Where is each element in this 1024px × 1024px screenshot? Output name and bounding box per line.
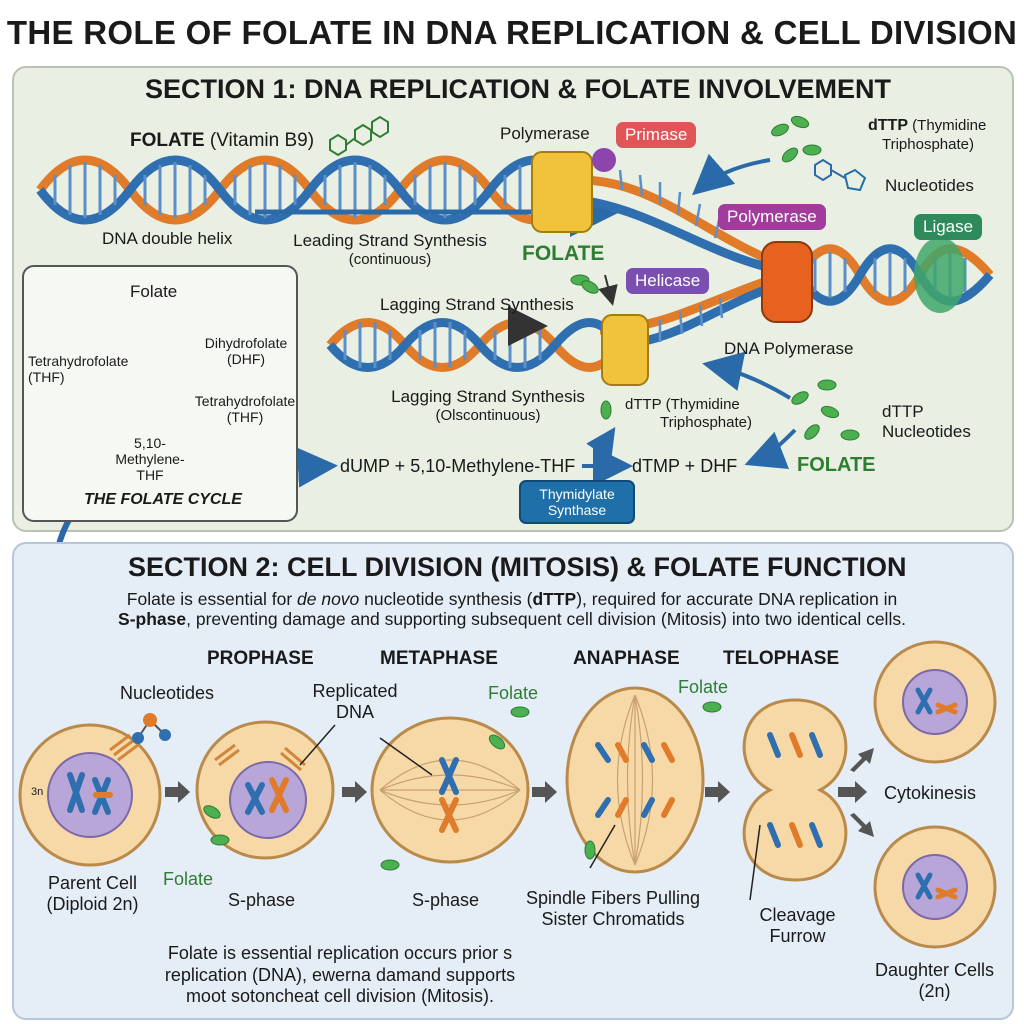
cycle-thf-right: Tetrahydrofolate(THF) — [194, 393, 296, 426]
lagging-strand-top-label: Lagging Strand Synthesis — [380, 295, 574, 314]
parent-cell-label: Parent Cell(Diploid 2n) — [46, 873, 139, 914]
dttp-top-label-line2: Triphosphate) — [882, 136, 974, 153]
dna-polymerase-clamp — [601, 314, 649, 386]
section-2-intro: Folate is essential for de novo nucleoti… — [118, 589, 906, 630]
section-2-title: SECTION 2: CELL DIVISION (MITOSIS) & FOL… — [128, 552, 907, 582]
parent-cell — [18, 723, 162, 867]
phase-anaphase: ANAPHASE — [573, 648, 680, 669]
folate-cycle-caption: THE FOLATE CYCLE — [84, 491, 242, 508]
polymerase-tag: Polymerase — [718, 204, 826, 230]
cytokinesis-label: Cytokinesis — [884, 783, 977, 803]
telophase-cell — [742, 698, 848, 901]
dttp-top-label-line1: dTTP (Thymidine — [868, 117, 987, 134]
dna-double-helix — [36, 155, 584, 225]
folate-molecule-icon — [329, 115, 389, 157]
daughter-cell-bottom — [873, 825, 997, 949]
folate-label-metaphase: Folate — [488, 683, 539, 703]
folate-label-telophase: Folate — [678, 677, 729, 697]
daughter-cell-top — [873, 640, 997, 764]
nucleotides-label: Nucleotides — [120, 683, 215, 703]
folate-label-sphase: Folate — [163, 869, 214, 889]
helicase-tag: Helicase — [626, 268, 710, 294]
cycle-methylene-thf: 5,10-Methylene-THF — [115, 435, 185, 484]
s-phase-label-1: S-phase — [228, 890, 296, 910]
dna-polymerase-label: DNA Polymerase — [724, 339, 854, 358]
primase-protein — [592, 148, 616, 172]
cycle-thf-left: Tetrahydrofolate(THF) — [28, 353, 129, 386]
polymerase-label: Polymerase — [500, 124, 590, 143]
helicase-protein — [761, 241, 813, 323]
nucleotide-molecule-icon — [814, 158, 867, 192]
anaphase-cell — [565, 686, 705, 874]
lagging-strand-bottom-label: Lagging Strand Synthesis(Olscontinuous) — [391, 387, 585, 424]
s-phase-cell — [195, 720, 335, 860]
s-phase-label-2: S-phase — [412, 890, 480, 910]
daughter-cells-label: Daughter Cells(2n) — [874, 960, 995, 1001]
reaction-left: dUMP + 5,10-Methylene-THF — [340, 456, 576, 476]
section-1-title: SECTION 1: DNA REPLICATION & FOLATE INVO… — [145, 74, 892, 104]
nucleotide-icon — [132, 713, 171, 744]
ligase-tag: Ligase — [914, 214, 983, 240]
ligase-protein — [914, 237, 966, 313]
nucleotides-top-label: Nucleotides — [885, 176, 974, 195]
cycle-folate: Folate — [130, 282, 178, 301]
folate-right-label: FOLATE — [797, 454, 876, 476]
folate-cycle-box — [22, 265, 298, 522]
polymerase-clamp — [531, 151, 593, 233]
folate-label: FOLATE (Vitamin B9) — [130, 130, 315, 151]
cell-ploidy-label: 3n — [31, 786, 44, 798]
folate-center-label: FOLATE — [522, 242, 605, 265]
section-2-footer: Folate is essential replication occurs p… — [164, 943, 516, 1007]
phase-prophase: PROPHASE — [207, 648, 314, 669]
dna-double-helix-label: DNA double helix — [102, 229, 233, 248]
main-title: THE ROLE OF FOLATE IN DNA REPLICATION & … — [6, 14, 1018, 51]
reaction-right: dTMP + DHF — [632, 456, 738, 476]
primase-tag: Primase — [616, 122, 697, 148]
phase-metaphase: METAPHASE — [380, 648, 498, 669]
lagging-strand-helix — [326, 318, 624, 372]
dttp-mid-label-line1: dTTP (Thymidine — [625, 396, 740, 413]
dttp-mid-label-line2: Triphosphate) — [660, 414, 752, 431]
phase-telophase: TELOPHASE — [723, 648, 840, 669]
cycle-dhf: Dihydrofolate(DHF) — [204, 335, 288, 368]
metaphase-cell — [370, 716, 530, 864]
leading-strand-label: Leading Strand Synthesis(continuous) — [293, 231, 487, 268]
